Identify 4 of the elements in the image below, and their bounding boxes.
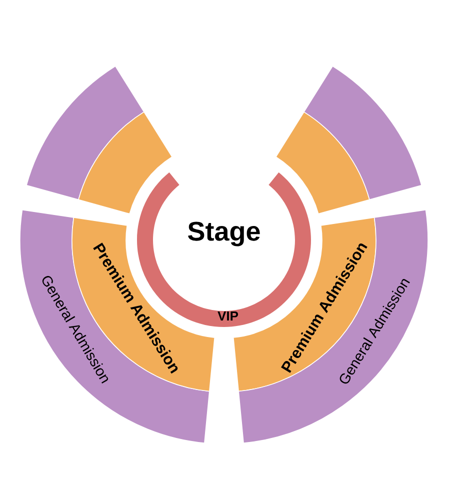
seating-section [26, 66, 144, 200]
seating-section [276, 112, 370, 214]
seating-section [304, 66, 422, 200]
seating-section [78, 112, 172, 214]
